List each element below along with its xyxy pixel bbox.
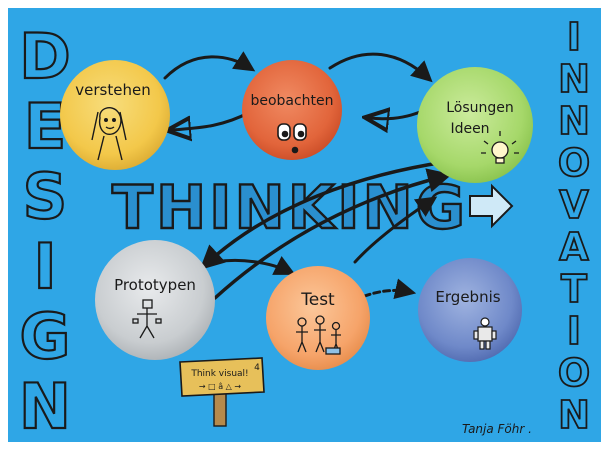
design-letter-6: N bbox=[19, 370, 71, 443]
signature: Tanja Föhr . bbox=[462, 422, 532, 436]
innovation-letter-3: N bbox=[558, 99, 590, 143]
thinking-word: THINKING bbox=[112, 173, 468, 243]
robot-icon bbox=[473, 317, 497, 350]
group-people-icon bbox=[296, 315, 341, 355]
sign-line2: → □ â △ → bbox=[199, 382, 241, 391]
sign-line1: Think visual! bbox=[190, 369, 248, 379]
innovation-letter-6: A bbox=[559, 225, 589, 269]
innovation-letter-9: O bbox=[558, 351, 590, 395]
label-prototypen: Prototypen bbox=[114, 276, 196, 294]
arrow-loesungen-to-beobachten bbox=[370, 112, 422, 119]
arrow-beobachten-to-loesungen bbox=[328, 52, 433, 83]
stick-figure-icon bbox=[132, 299, 162, 339]
circle-prototypen bbox=[95, 240, 215, 360]
label-verstehen: verstehen bbox=[75, 81, 150, 99]
design-letter-1: D bbox=[19, 20, 70, 93]
label-beobachten: beobachten bbox=[250, 93, 333, 109]
circle-ergebnis bbox=[418, 258, 522, 362]
signpost-board bbox=[179, 357, 265, 397]
arrow-prototypen-to-test bbox=[213, 256, 296, 275]
flow-arrows bbox=[163, 51, 453, 302]
innovation-letter-1: I bbox=[567, 15, 581, 59]
innovation-letter-10: N bbox=[558, 393, 590, 437]
innovation-letter-5: V bbox=[559, 183, 589, 227]
design-letter-4: I bbox=[33, 230, 56, 303]
node-ergebnis: Ergebnis bbox=[418, 258, 522, 362]
node-loesungen-ideen: Lösungen Ideen bbox=[417, 67, 533, 183]
circle-test bbox=[266, 266, 370, 370]
label-test: Test bbox=[300, 290, 335, 310]
think-visual-signpost: Think visual! → □ â △ → 4 bbox=[179, 357, 265, 427]
circle-verstehen bbox=[60, 60, 170, 170]
label-ideen: Ideen bbox=[450, 121, 489, 137]
arrow-prototypen-to-loesungen bbox=[213, 168, 453, 300]
innovation-letter-7: T bbox=[561, 267, 587, 311]
node-beobachten: beobachten bbox=[242, 60, 342, 160]
node-verstehen: verstehen bbox=[60, 60, 170, 170]
innovation-letter-2: N bbox=[558, 57, 590, 101]
sketch-person-icon bbox=[91, 107, 127, 161]
node-test: Test bbox=[266, 266, 370, 370]
label-loesungen: Lösungen bbox=[446, 100, 514, 116]
circle-beobachten bbox=[242, 60, 342, 160]
innovation-letter-8: I bbox=[567, 309, 581, 353]
lightbulb-icon bbox=[481, 131, 519, 164]
eyes-icon bbox=[277, 123, 307, 154]
design-letter-5: G bbox=[20, 300, 71, 373]
sign-corner-mark: 4 bbox=[254, 363, 260, 373]
right-arrow-icon bbox=[469, 183, 514, 229]
design-letter-2: E bbox=[24, 90, 66, 163]
innovation-letter-4: O bbox=[558, 141, 590, 185]
node-prototypen: Prototypen bbox=[95, 240, 215, 360]
arrow-test-to-loesungen bbox=[353, 196, 438, 264]
design-letter-3: S bbox=[23, 160, 68, 233]
arrow-beobachten-to-verstehen bbox=[172, 110, 252, 130]
label-ergebnis: Ergebnis bbox=[435, 288, 500, 306]
arrow-verstehen-to-beobachten bbox=[163, 51, 256, 80]
arrow-loesungen-to-prototypen bbox=[199, 160, 447, 270]
